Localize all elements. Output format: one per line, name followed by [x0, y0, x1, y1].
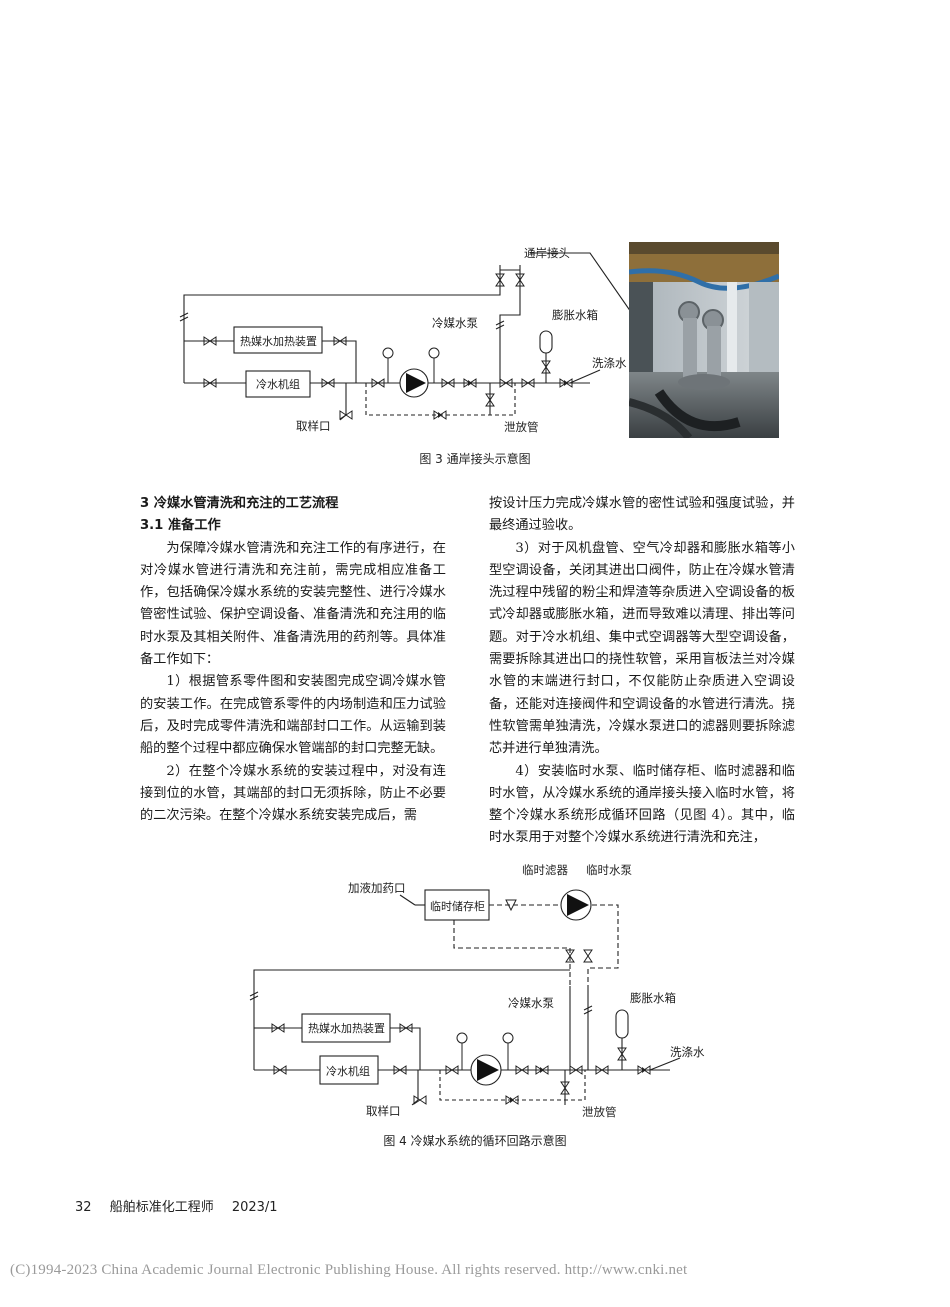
subsection-heading: 3.1 准备工作	[140, 518, 221, 534]
right-column: 按设计压力完成冷媒水管的密性试验和强度试验，并最终通过验收。 3）对于风机盘管、…	[489, 493, 795, 850]
figure-4-caption: 图 4 冷媒水系统的循环回路示意图	[383, 1134, 567, 1148]
figure-3-caption: 图 3 通岸接头示意图	[419, 452, 531, 466]
journal-issue: 2023/1	[231, 1200, 278, 1215]
journal-name: 船舶标准化工程师	[109, 1200, 214, 1215]
fig4-label-chiller: 冷水机组	[326, 1064, 370, 1078]
section-heading: 3 冷媒水管清洗和充注的工艺流程	[140, 496, 339, 511]
fig4-label-wash-water: 洗涤水	[670, 1045, 705, 1059]
fig3-label-expansion-tank: 膨胀水箱	[552, 308, 598, 322]
fig3-label-heater: 热媒水加热装置	[240, 335, 317, 348]
figure-4-diagram: 加液加药口 临时储存柜 临时滤器 临时水泵 热媒水加热装置 冷水机组 冷媒水泵 …	[249, 863, 705, 1119]
shore-connection-photo	[629, 242, 779, 438]
paragraph: 2）在整个冷媒水系统的安装过程中，对没有连接到位的水管，其端部的封口无须拆除，防…	[140, 763, 446, 824]
fig4-label-dosing-port: 加液加药口	[348, 881, 406, 895]
fig3-label-pump: 冷媒水泵	[432, 316, 478, 330]
page-footer: 32 船舶标准化工程师 2023/1	[75, 1196, 292, 1215]
paragraph: 为保障冷媒水管清洗和充注工作的有序进行，在对冷媒水管进行清洗和充注前，需完成相应…	[140, 540, 446, 668]
fig3-label-wash-water: 洗涤水	[592, 356, 627, 370]
page-number: 32	[75, 1200, 92, 1215]
paragraph-continuation: 按设计压力完成冷媒水管的密性试验和强度试验，并最终通过验收。	[489, 496, 795, 534]
paragraph: 3）对于风机盘管、空气冷却器和膨胀水箱等小型空调设备，关闭其进出口阀件，防止在冷…	[489, 540, 795, 757]
fig4-label-heater: 热媒水加热装置	[308, 1022, 385, 1035]
figure-3-diagram: 通岸接头 热媒水加热装置 冷水机组 冷媒水泵 膨胀水箱 洗涤水 取样口 泄放管	[179, 246, 630, 434]
paragraph: 1）根据管系零件图和安装图完成空调冷媒水管的安装工作。在完成管系零件的内场制造和…	[140, 674, 446, 757]
copyright-watermark: (C)1994-2023 China Academic Journal Elec…	[10, 1262, 688, 1278]
left-column: 3 冷媒水管清洗和充注的工艺流程 3.1 准备工作 为保障冷媒水管清洗和充注工作…	[140, 493, 446, 827]
fig3-label-chiller: 冷水机组	[256, 377, 300, 391]
fig3-label-drain-pipe: 泄放管	[504, 420, 539, 434]
fig4-label-temp-tank: 临时储存柜	[430, 899, 485, 913]
fig4-label-pump: 冷媒水泵	[508, 996, 554, 1010]
paragraph: 4）安装临时水泵、临时储存柜、临时滤器和临时水管，从冷媒水系统的通岸接头接入临时…	[489, 763, 795, 846]
fig3-label-shore-connection: 通岸接头	[524, 246, 570, 260]
fig4-label-expansion-tank: 膨胀水箱	[630, 991, 676, 1005]
fig4-label-temp-filter: 临时滤器	[522, 863, 568, 877]
fig4-label-sampling-port: 取样口	[366, 1104, 401, 1118]
fig4-label-temp-pump: 临时水泵	[586, 863, 632, 877]
fig3-label-sampling-port: 取样口	[296, 419, 331, 433]
fig4-label-drain-pipe: 泄放管	[582, 1105, 617, 1119]
